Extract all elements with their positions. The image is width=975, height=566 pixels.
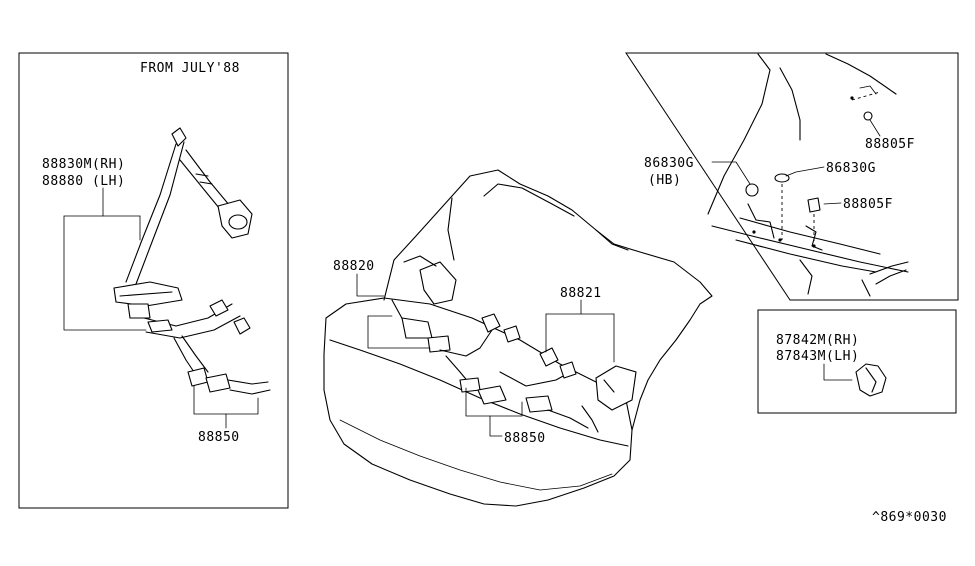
- top-right-panel: 88805F 86830G (HB) 86830G 88805F: [625, 52, 959, 301]
- seat-belt-hardware: [391, 255, 637, 433]
- leader-bracket-88850-left: [193, 371, 259, 429]
- part-label-88880-lh[interactable]: 88880 (LH): [42, 174, 125, 189]
- part-label-88850-center[interactable]: 88850: [504, 431, 546, 446]
- leader-88805f-top: [869, 119, 881, 137]
- part-label-hb-note: (HB): [648, 173, 681, 188]
- part-label-88805f-mid[interactable]: 88805F: [843, 197, 893, 212]
- left-panel-frame: [18, 52, 289, 509]
- part-label-88821[interactable]: 88821: [560, 286, 602, 301]
- leader-bracket-88830m: [63, 187, 147, 331]
- leader-bracket-88820: [356, 273, 431, 349]
- seat-cushion-outline: [323, 297, 633, 507]
- leader-bracket-88850-center: [465, 387, 523, 437]
- part-label-86830g[interactable]: 86830G: [826, 161, 876, 176]
- seat-back-outline: [383, 169, 713, 431]
- part-label-87843m-lh[interactable]: 87843M(LH): [776, 349, 859, 364]
- leader-86830g: [785, 166, 825, 177]
- left-panel: FROM JULY'88 88830M(RH) 88880 (LH) 88850: [18, 52, 289, 509]
- bottom-right-panel: 87842M(RH) 87843M(LH): [757, 309, 957, 414]
- part-label-86830g-hb[interactable]: 86830G: [644, 156, 694, 171]
- part-label-88830m-rh[interactable]: 88830M(RH): [42, 157, 125, 172]
- part-label-87842m-rh[interactable]: 87842M(RH): [776, 333, 859, 348]
- leader-87842m: [823, 363, 853, 381]
- center-panel: 88820 88821 88850: [323, 169, 713, 507]
- shoulder-belt-drawing: [113, 127, 271, 395]
- leader-88805f-mid: [823, 202, 842, 205]
- from-july-note: FROM JULY'88: [140, 61, 240, 76]
- top-right-panel-frame: [625, 52, 959, 301]
- belt-cover-part: [855, 363, 887, 397]
- part-label-88820[interactable]: 88820: [333, 259, 375, 274]
- leader-86830g-hb: [711, 161, 751, 185]
- leader-bracket-88821: [545, 299, 615, 363]
- diagram-code: ^869*0030: [872, 510, 947, 525]
- part-label-88850-left[interactable]: 88850: [198, 430, 240, 445]
- part-label-88805f-top[interactable]: 88805F: [865, 137, 915, 152]
- bottom-right-panel-frame: [757, 309, 957, 414]
